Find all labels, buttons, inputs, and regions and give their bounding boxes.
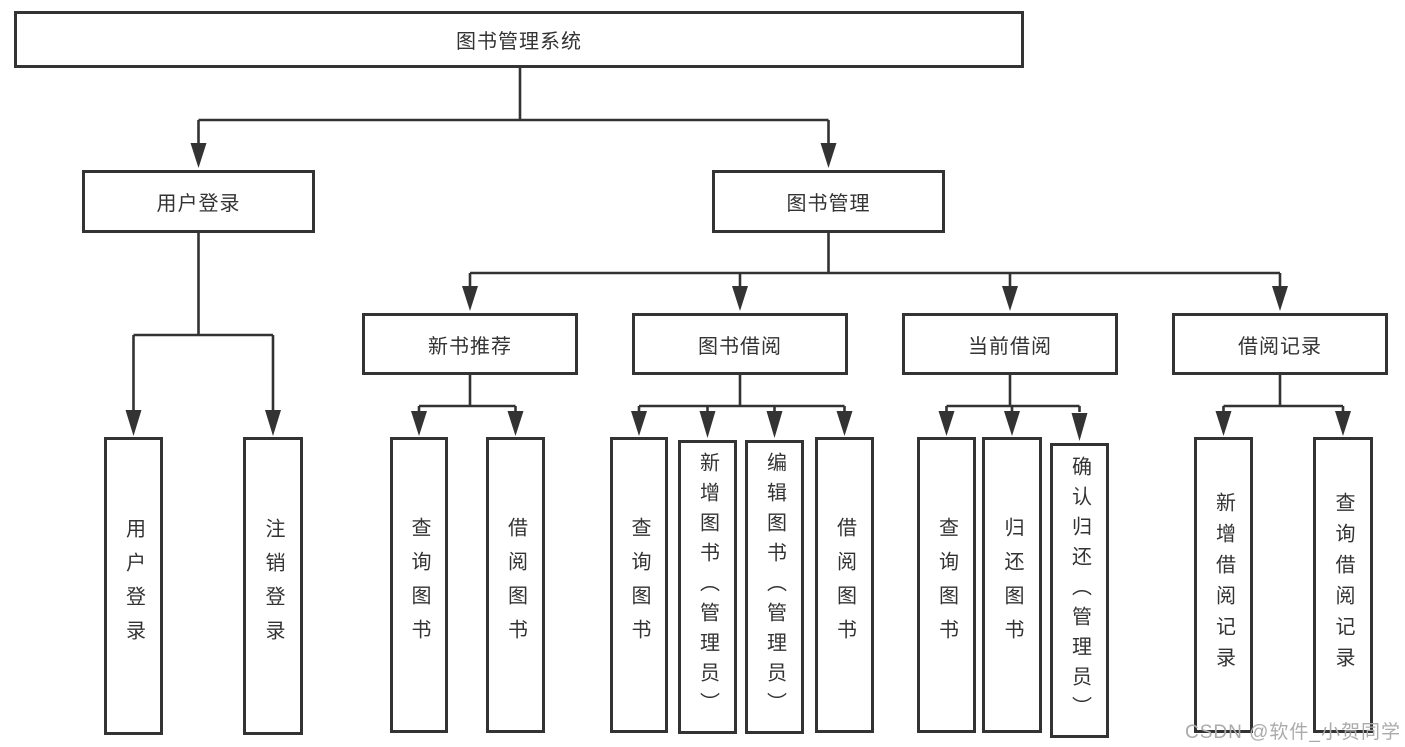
arrowheads-level3 (462, 286, 1288, 311)
connector-book-borrowing-to-leaves (637, 375, 846, 412)
node-query-books-current: 查询图书 (917, 437, 976, 733)
node-label: 当前借阅 (968, 335, 1052, 358)
node-logout-action: 注销登录 (243, 437, 303, 735)
node-borrow-books-action: 借阅图书 (815, 437, 874, 733)
node-label: 借阅图书 (504, 517, 527, 653)
connector-current-borrowing-to-leaves (945, 375, 1081, 412)
node-label: 借阅图书 (833, 517, 856, 653)
node-label: 查询图书 (408, 517, 430, 653)
node-return-books: 归还图书 (982, 437, 1042, 733)
node-label: 编辑图书（管理员） (763, 452, 786, 722)
connector-user-login-to-leaves (132, 233, 275, 411)
node-current-borrowing: 当前借阅 (902, 313, 1118, 375)
arrowheads-level2 (190, 143, 837, 168)
arrowheads-user-login-leaves (125, 410, 281, 436)
connector-new-book-to-leaves (417, 375, 517, 412)
node-label: 图书借阅 (698, 335, 782, 358)
csdn-watermark: CSDN @软件_小贺同学 (1185, 722, 1401, 743)
arrowheads-book-borrowing-leaves (631, 411, 853, 438)
node-edit-books-admin: 编辑图书（管理员） (745, 440, 804, 734)
node-library-management-system: 图书管理系统 (14, 11, 1024, 68)
node-label: 新增图书（管理员） (696, 452, 719, 722)
node-user-login: 用户登录 (82, 170, 315, 233)
node-label: 用户登录 (122, 518, 145, 654)
node-borrow-books-recommend: 借阅图书 (486, 437, 545, 733)
node-user-login-action: 用户登录 (104, 437, 163, 735)
node-label: 借阅记录 (1238, 335, 1322, 358)
node-book-management: 图书管理 (712, 170, 945, 233)
node-label: 查询借阅记录 (1332, 492, 1354, 678)
node-query-borrow-record: 查询借阅记录 (1313, 437, 1373, 733)
connector-root-to-level2 (197, 68, 830, 144)
node-label: 查询图书 (628, 517, 650, 653)
node-label: 图书管理系统 (456, 31, 582, 53)
node-add-borrow-record: 新增借阅记录 (1194, 437, 1253, 733)
node-label: 确认归还（管理员） (1068, 455, 1091, 726)
node-label: 归还图书 (1001, 517, 1023, 653)
node-query-books-recommend: 查询图书 (390, 437, 448, 733)
arrowheads-new-book-leaves (411, 411, 524, 436)
node-add-books-admin: 新增图书（管理员） (678, 440, 737, 734)
node-new-book-recommend: 新书推荐 (362, 313, 578, 375)
node-label: 查询图书 (935, 517, 958, 653)
node-confirm-return-admin: 确认归还（管理员） (1050, 443, 1109, 738)
node-label: 新增借阅记录 (1212, 492, 1235, 678)
node-label: 图书管理 (786, 193, 871, 215)
connector-book-management-to-level3 (468, 233, 1282, 287)
node-book-borrowing: 图书借阅 (632, 313, 848, 375)
node-label: 新书推荐 (428, 335, 512, 358)
node-label: 用户登录 (156, 193, 241, 215)
arrowheads-current-borrowing-leaves (938, 411, 1088, 441)
node-borrowing-records: 借阅记录 (1172, 313, 1388, 375)
node-query-books-borrowing: 查询图书 (610, 437, 668, 733)
connector-borrowing-records-to-leaves (1222, 375, 1345, 412)
node-label: 注销登录 (262, 518, 284, 654)
arrowheads-borrowing-records-leaves (1215, 411, 1351, 436)
